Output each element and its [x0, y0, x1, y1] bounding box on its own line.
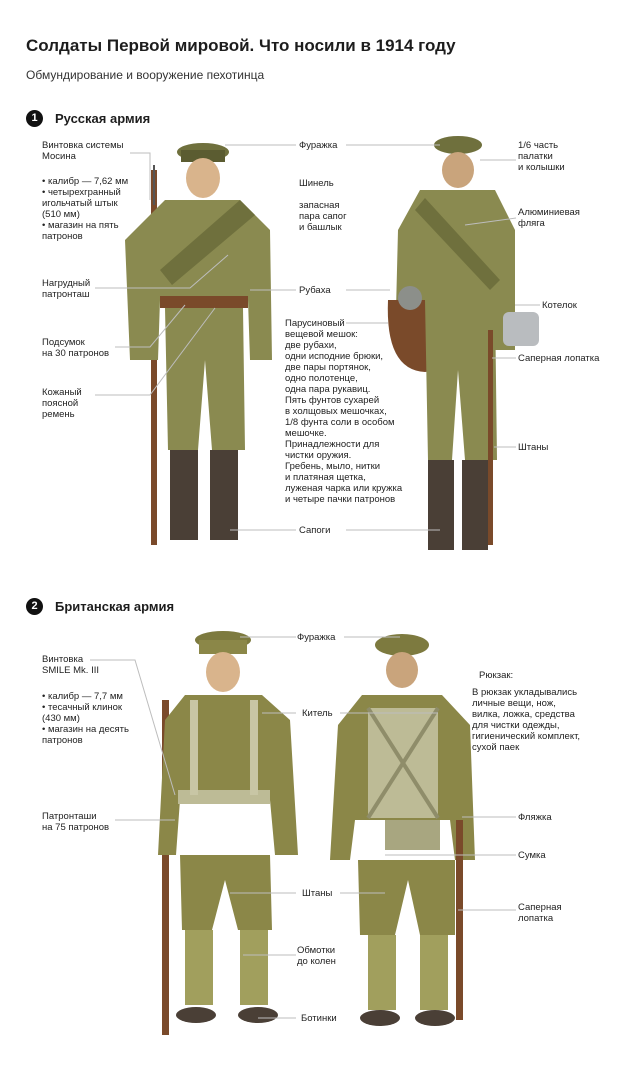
label-shirt: Рубаха	[299, 285, 331, 296]
label-trousers-russian: Штаны	[518, 442, 549, 453]
label-backpack: Рюкзак:	[479, 670, 514, 681]
section-title-russian: Русская армия	[55, 110, 151, 126]
label-leather-belt: Кожаный поясной ремень	[42, 387, 82, 420]
label-rifle-smile-specs: • калибр — 7,7 мм • тесачный клинок (430…	[42, 691, 129, 746]
label-spare-boots: запасная пара сапог и башлык	[299, 200, 347, 233]
label-shoes: Ботинки	[301, 1013, 337, 1024]
label-tent-part: 1/6 часть палатки и колышки	[518, 140, 565, 173]
label-cap-british: Фуражка	[297, 632, 336, 643]
russian-soldier-back-illustration	[387, 136, 539, 550]
label-rifle-mosin-specs: • калибр — 7,62 мм • четырехгранный игол…	[42, 176, 129, 242]
label-flask-british: Фляжка	[518, 812, 552, 823]
page-title: Солдаты Первой мировой. Что носили в 191…	[26, 36, 456, 55]
label-rifle-mosin: Винтовка системы Мосина	[42, 140, 124, 162]
label-boots: Сапоги	[299, 525, 331, 536]
section-number-badge: 1	[26, 109, 43, 127]
label-bandoliers: Патронташи на 75 патронов	[42, 811, 110, 833]
label-cartridge-pouch: Подсумок на 30 патронов	[42, 337, 110, 359]
british-soldier-back-illustration	[330, 634, 475, 1026]
label-cap-russian: Фуражка	[299, 140, 338, 151]
label-tunic: Китель	[302, 708, 333, 719]
section-header-british: 2 Британская армия	[26, 596, 174, 616]
label-rifle-smile: Винтовка SMILE Mk. III	[42, 654, 100, 676]
label-backpack-contents: В рюкзак укладывались личные вещи, нож, …	[472, 687, 581, 753]
label-pot: Котелок	[542, 300, 577, 311]
russian-soldier-front-illustration	[125, 143, 272, 545]
label-kit-bag-contents: две рубахи, одни исподние брюки, две пар…	[285, 340, 403, 505]
label-chest-bandolier: Нагрудный патронташ	[42, 278, 91, 300]
label-shovel-british: Саперная лопатка	[518, 902, 562, 924]
label-bag: Сумка	[518, 850, 546, 861]
section-header-russian: 1 Русская армия	[26, 108, 150, 128]
section-title-british: Британская армия	[55, 598, 175, 614]
section-number-badge: 2	[26, 597, 43, 615]
label-trousers-british: Штаны	[302, 888, 333, 899]
label-shovel-russian: Саперная лопатка	[518, 353, 600, 364]
label-puttees: Обмотки до колен	[297, 945, 336, 967]
british-soldier-front-illustration	[158, 631, 298, 1035]
label-kit-bag: Парусиновый вещевой мешок:	[285, 318, 358, 340]
page-subtitle: Обмундирование и вооружение пехотинца	[26, 68, 265, 82]
label-greatcoat: Шинель	[299, 178, 334, 189]
label-aluminium-flask: Алюминиевая фляга	[518, 207, 580, 229]
